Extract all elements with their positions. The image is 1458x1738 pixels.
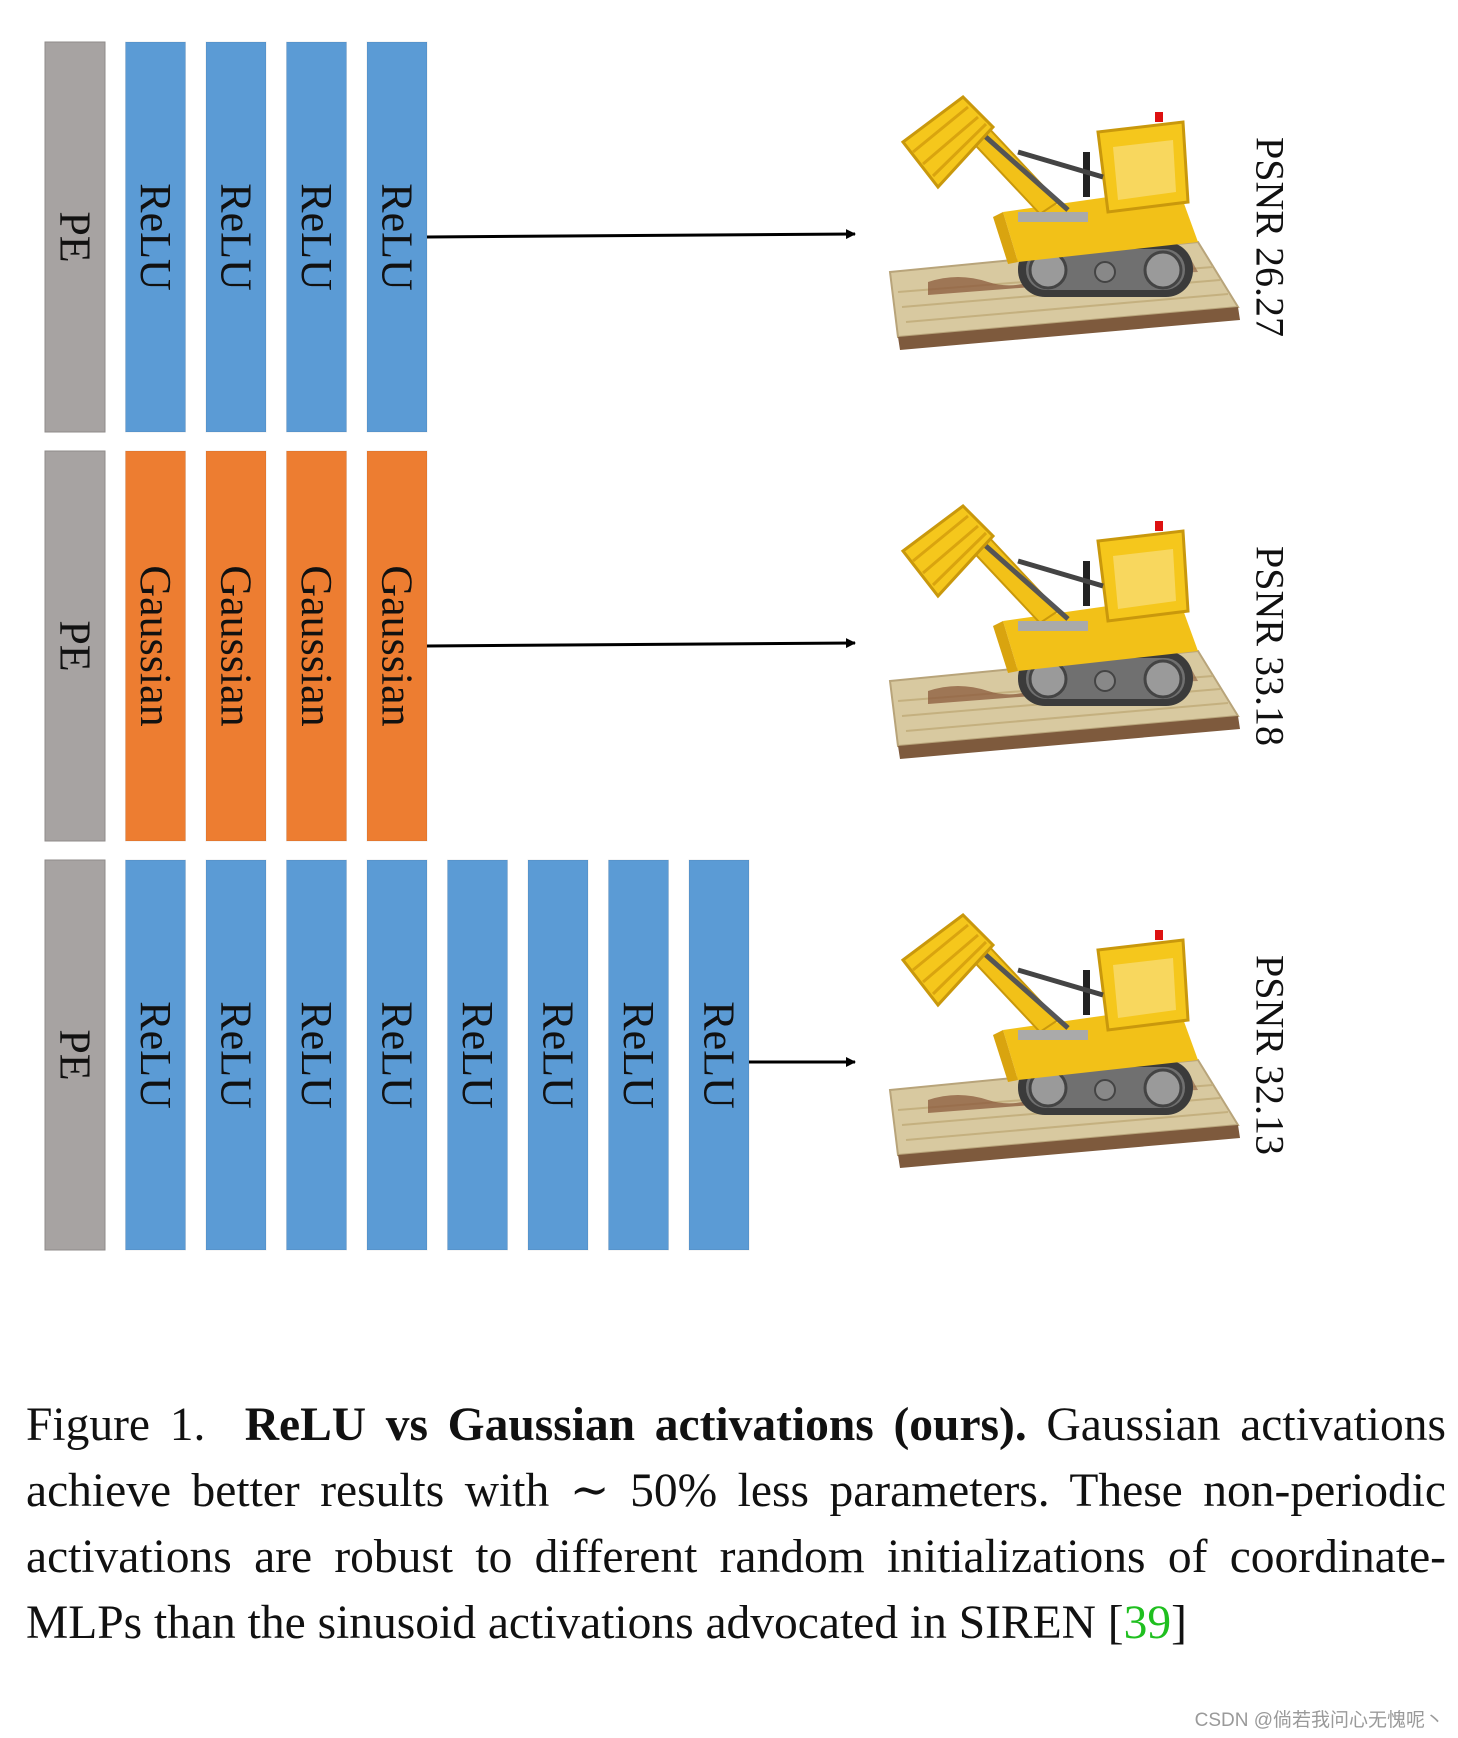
lego-bulldozer-render bbox=[890, 97, 1240, 350]
network-row: PE Gaussian Gaussian Gaussian Gaussian PSNR 3… bbox=[44, 450, 1293, 842]
gaussian-layer-label: Gaussian bbox=[292, 565, 341, 726]
relu-layer-label: ReLU bbox=[373, 183, 422, 291]
relu-layer bbox=[608, 859, 669, 1251]
gaussian-layer-label: Gaussian bbox=[373, 565, 422, 726]
gaussian-layer bbox=[205, 450, 267, 842]
relu-layer-label: ReLU bbox=[453, 1001, 502, 1109]
relu-layer-label: ReLU bbox=[292, 1001, 341, 1109]
output-arrow bbox=[426, 229, 856, 240]
gaussian-layer-label: Gaussian bbox=[131, 565, 180, 726]
gaussian-layer bbox=[286, 450, 347, 842]
psnr-label: PSNR 32.13 bbox=[1248, 955, 1293, 1155]
relu-layer bbox=[366, 41, 428, 433]
gaussian-layer bbox=[125, 450, 186, 842]
caption-label: Figure 1. bbox=[26, 1399, 206, 1451]
network-row: PE ReLU ReLU ReLU ReLU PSNR 26.27 bbox=[44, 41, 1293, 433]
relu-layer bbox=[688, 859, 750, 1251]
relu-layer-label: ReLU bbox=[373, 1001, 422, 1109]
caption-body-end: ] bbox=[1171, 1597, 1187, 1649]
lego-bulldozer-render bbox=[890, 915, 1240, 1168]
watermark: CSDN @倘若我问心无愧呢丶 bbox=[1194, 1710, 1444, 1731]
relu-layer bbox=[286, 41, 347, 433]
pe-layer-label: PE bbox=[51, 1029, 100, 1080]
relu-layer bbox=[205, 41, 267, 433]
relu-layer-label: ReLU bbox=[131, 183, 180, 291]
relu-layer-label: ReLU bbox=[292, 183, 341, 291]
relu-layer bbox=[527, 859, 589, 1251]
relu-layer-label: ReLU bbox=[212, 183, 261, 291]
pe-layer-label: PE bbox=[51, 211, 100, 262]
relu-layer bbox=[125, 41, 186, 433]
pe-layer bbox=[44, 859, 106, 1251]
relu-layer-label: ReLU bbox=[131, 1001, 180, 1109]
psnr-label: PSNR 33.18 bbox=[1248, 546, 1293, 746]
gaussian-layer bbox=[366, 450, 428, 842]
figure-caption: Figure 1. ReLU vs Gaussian activations (… bbox=[26, 1392, 1446, 1656]
relu-layer-label: ReLU bbox=[614, 1001, 663, 1109]
relu-layer bbox=[366, 859, 428, 1251]
relu-layer bbox=[447, 859, 508, 1251]
caption-title: ReLU vs Gaussian activations (ours). bbox=[244, 1399, 1027, 1451]
relu-layer-label: ReLU bbox=[534, 1001, 583, 1109]
relu-layer-label: ReLU bbox=[695, 1001, 744, 1109]
relu-layer bbox=[125, 859, 186, 1251]
gaussian-layer-label: Gaussian bbox=[212, 565, 261, 726]
pe-layer bbox=[44, 41, 106, 433]
pe-layer bbox=[44, 450, 106, 842]
psnr-label: PSNR 26.27 bbox=[1248, 137, 1293, 337]
caption-citation[interactable]: 39 bbox=[1123, 1597, 1172, 1649]
relu-layer bbox=[205, 859, 267, 1251]
network-row: PE ReLU ReLU ReLU ReLU ReLU ReLU ReLU ReLU PSNR 3… bbox=[44, 859, 1293, 1251]
pe-layer-label: PE bbox=[51, 620, 100, 671]
caption-body: Gaussian activations achieve better resu… bbox=[26, 1399, 1446, 1649]
output-arrow bbox=[426, 638, 856, 649]
relu-layer bbox=[286, 859, 347, 1251]
relu-layer-label: ReLU bbox=[212, 1001, 261, 1109]
lego-bulldozer-render bbox=[890, 506, 1240, 759]
